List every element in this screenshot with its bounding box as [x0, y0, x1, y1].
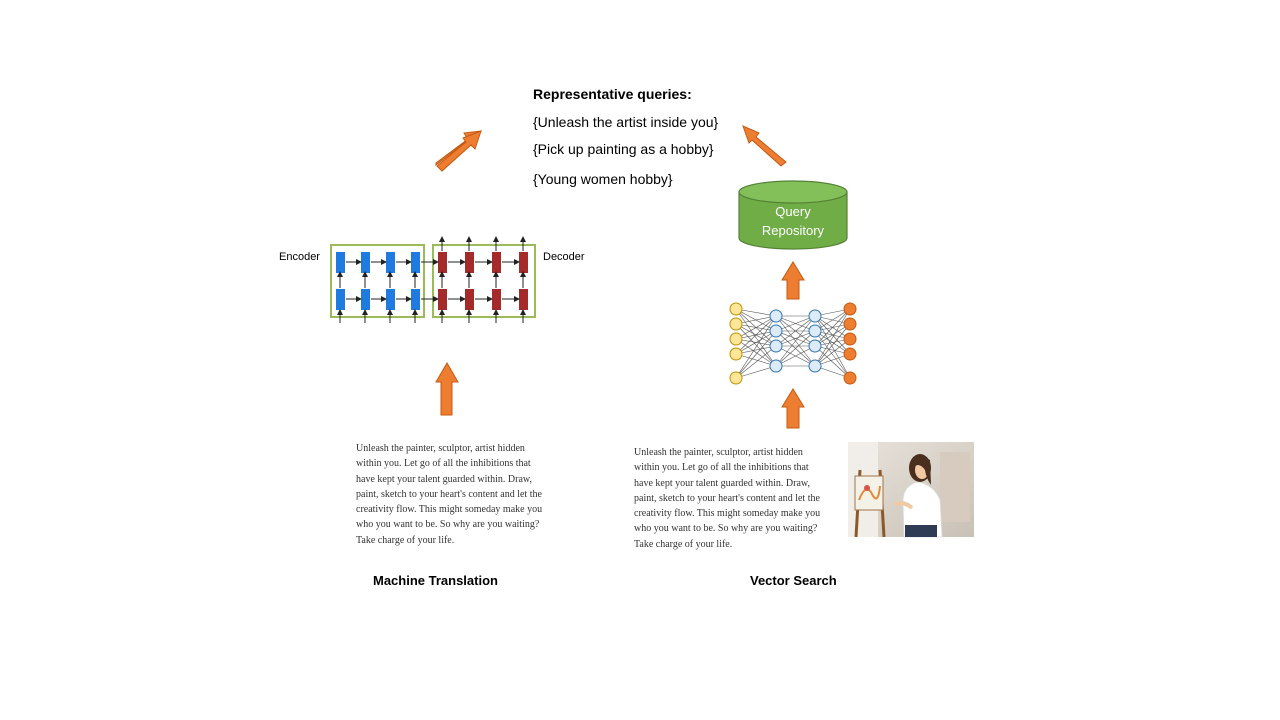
decoder-cell [519, 252, 528, 273]
nn-node [843, 302, 857, 316]
nn-connection [775, 345, 816, 367]
encoder-frame [330, 244, 425, 318]
repository-line2: Repository [761, 223, 825, 238]
nn-connection [735, 315, 777, 325]
nn-node [808, 309, 822, 323]
nn-connection [775, 330, 816, 367]
repository-label: Query Repository [739, 202, 847, 240]
decoder-cell [438, 252, 447, 273]
nn-node [843, 332, 857, 346]
nn-connection [814, 338, 851, 367]
vector-search-caption: Vector Search [750, 573, 837, 588]
nn-node [769, 359, 783, 373]
encoder-cell [336, 252, 345, 273]
arrow-up-icon-network [781, 388, 805, 429]
encoder-cell [411, 289, 420, 310]
nn-node [843, 317, 857, 331]
arrow-up-right-icon [435, 130, 482, 172]
nn-node [729, 371, 743, 385]
encoder-cell [386, 252, 395, 273]
nn-node [729, 332, 743, 346]
nn-connection [775, 315, 816, 332]
nn-node [729, 317, 743, 331]
decoder-cell [492, 289, 501, 310]
nn-connection [735, 315, 777, 355]
nn-connection [814, 323, 851, 347]
nn-connection [735, 323, 777, 367]
nn-connection [735, 345, 777, 379]
nn-node [843, 371, 857, 385]
right-input-text: Unleash the painter, sculptor, artist hi… [634, 447, 821, 550]
decoder-cell [519, 289, 528, 310]
nn-connection [735, 330, 777, 379]
nn-connection [814, 345, 851, 379]
arrow-up-icon-left [435, 362, 459, 416]
nn-connection [735, 308, 777, 317]
repository-line1: Query [775, 204, 811, 219]
neural-network-icon [729, 302, 857, 385]
encoder-decoder-diagram [330, 236, 536, 323]
queries-heading: Representative queries: [533, 86, 692, 102]
decoder-cell [465, 289, 474, 310]
nn-node [729, 347, 743, 361]
database-icon [738, 180, 848, 250]
query-item: {Young women hobby} [533, 171, 673, 187]
nn-connection [814, 323, 851, 367]
nn-node [808, 324, 822, 338]
decoder-cell [492, 252, 501, 273]
query-item: {Pick up painting as a hobby} [533, 141, 714, 157]
nn-node [843, 347, 857, 361]
arrow-up-icon-repo [781, 261, 805, 300]
nn-connection [735, 330, 777, 355]
encoder-cell [361, 252, 370, 273]
nn-node [729, 302, 743, 316]
nn-connection [814, 308, 851, 347]
nn-connection [735, 308, 777, 367]
decoder-label: Decoder [543, 251, 585, 263]
decoder-cell [438, 289, 447, 310]
encoder-cell [361, 289, 370, 310]
machine-translation-caption: Machine Translation [373, 573, 498, 588]
encoder-cell [386, 289, 395, 310]
nn-connection [735, 315, 777, 340]
arrow-up-left-icon [742, 125, 787, 167]
encoder-cell [411, 252, 420, 273]
nn-node [808, 359, 822, 373]
nn-connection [775, 315, 816, 347]
nn-connection [735, 365, 777, 379]
decoder-frame [432, 244, 536, 318]
nn-connection [775, 315, 816, 367]
nn-node [769, 339, 783, 353]
decoder-cell [465, 252, 474, 273]
encoder-cell [336, 289, 345, 310]
nn-connection [814, 315, 851, 379]
nn-connection [735, 338, 777, 367]
nn-connection [735, 353, 777, 367]
nn-connection [735, 315, 777, 379]
nn-connection [814, 330, 851, 379]
encoder-label: Encoder [279, 251, 320, 263]
woman-painting-photo [848, 442, 974, 538]
nn-connection [814, 308, 851, 367]
nn-node [769, 324, 783, 338]
left-input-text: Unleash the painter, sculptor, artist hi… [356, 443, 543, 546]
nn-node [808, 339, 822, 353]
nn-connection [775, 330, 816, 347]
nn-connection [814, 308, 851, 332]
nn-connection [735, 345, 777, 355]
query-item: {Unleash the artist inside you} [533, 114, 719, 130]
nn-node [769, 309, 783, 323]
